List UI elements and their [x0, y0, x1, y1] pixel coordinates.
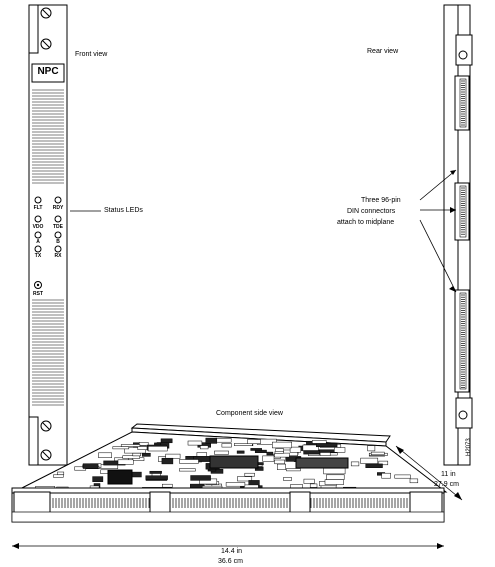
component-side-board: [11, 423, 463, 549]
upper-vent-grille: [32, 89, 64, 184]
connector-callout-line-1: Three 96-pin: [361, 197, 401, 204]
led-b-icon: [54, 231, 62, 239]
led-block: [34, 196, 62, 289]
width-cm-label: 36.6 cm: [218, 558, 243, 565]
top-ejector-tab: [28, 4, 39, 54]
component-side-view-label: Component side view: [216, 410, 283, 417]
rear-bottom-screw-icon: [458, 410, 468, 420]
led-flt-icon: [34, 196, 42, 204]
connector-callout-arrow-3: [419, 219, 457, 293]
figure-id: H2073: [466, 438, 472, 456]
bottom-ejector-tab: [28, 416, 39, 466]
led-vdo-icon: [34, 215, 42, 223]
led-label-tx: TX: [34, 253, 42, 259]
front-panel: [28, 4, 101, 466]
lower-vent-grille: [32, 299, 64, 406]
depth-inches-label: 11 in: [441, 471, 456, 478]
connector-callout-arrow-1: [419, 169, 457, 201]
led-rdy-icon: [54, 196, 62, 204]
led-rx-icon: [54, 245, 62, 253]
led-label-vdo: VDO: [32, 224, 44, 230]
rear-panel: [419, 4, 473, 466]
led-label-tde: TDE: [53, 224, 63, 230]
rear-top-bracket: [455, 34, 473, 66]
front-view-label: Front view: [75, 51, 108, 58]
led-a-icon: [34, 231, 42, 239]
status-leds-callout: Status LEDs: [104, 207, 143, 214]
depth-cm-label: 27.9 cm: [434, 481, 459, 488]
led-label-flt: FLT: [33, 205, 43, 211]
led-label-rdy: RDY: [52, 205, 64, 211]
npc-module-name: NPC: [37, 66, 59, 77]
rear-top-screw-icon: [458, 50, 468, 60]
led-label-a: A: [36, 239, 40, 245]
led-label-rx: RX: [54, 253, 62, 259]
width-inches-label: 14.4 in: [221, 548, 243, 555]
connector-callout-line-2: DIN connectors: [347, 208, 396, 215]
led-tx-icon: [34, 245, 42, 253]
npc-label-box: [31, 63, 65, 83]
reset-label: RST: [33, 291, 43, 297]
edge-connector-pins: [11, 491, 445, 523]
led-label-b: B: [56, 239, 60, 245]
din-connectors: [454, 75, 470, 393]
led-tde-icon: [54, 215, 62, 223]
connector-callout-line-3: attach to midplane: [337, 219, 395, 226]
depth-dimension-line: [395, 445, 463, 501]
rear-view-label: Rear view: [367, 48, 399, 55]
